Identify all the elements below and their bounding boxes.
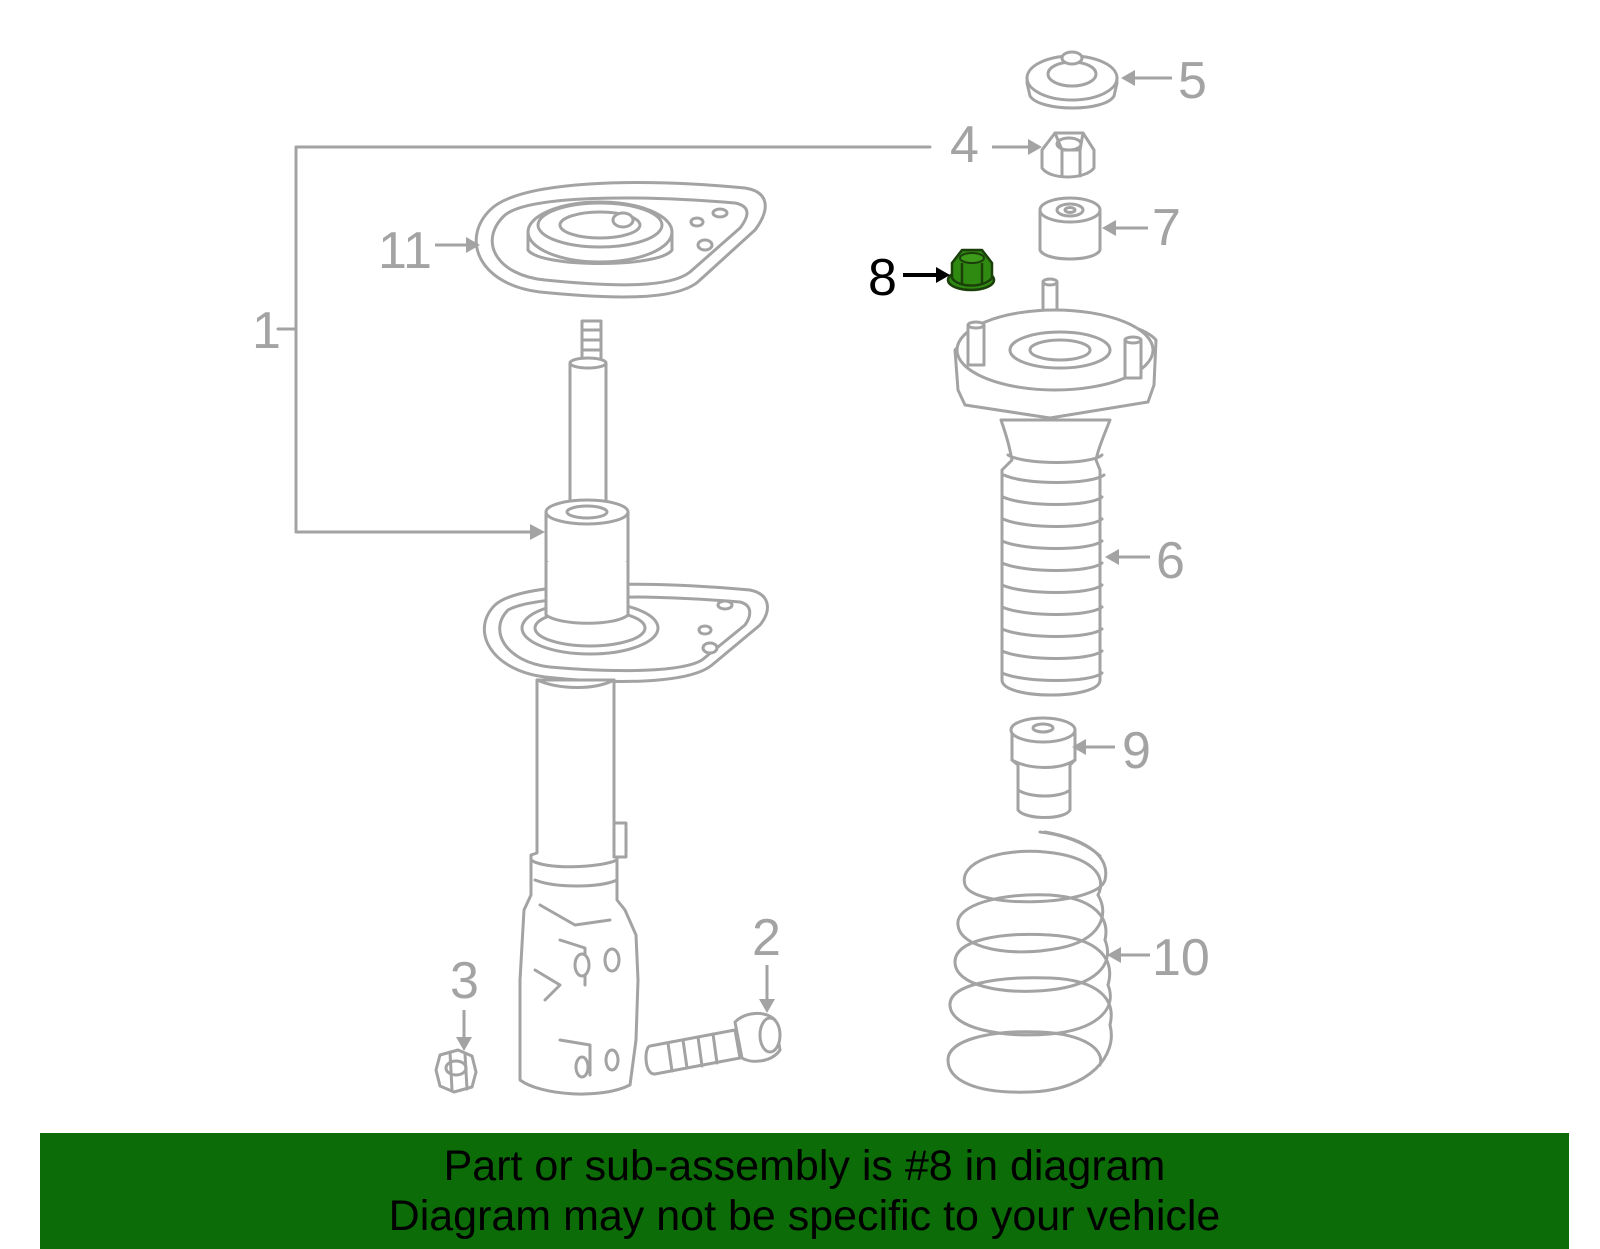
part-11-upper-mount-plate[interactable] — [474, 181, 767, 299]
part-10-coil-spring[interactable] — [946, 830, 1113, 1094]
banner-line-part-number: Part or sub-assembly is #8 in diagram — [443, 1142, 1166, 1190]
banner-line-disclaimer: Diagram may not be specific to your vehi… — [388, 1192, 1221, 1240]
part-9-bump-stop[interactable] — [1009, 716, 1077, 819]
part-1-strut-assembly[interactable] — [483, 319, 769, 1096]
callout-4: 4 — [950, 116, 979, 174]
part-8-flange-nut-highlighted[interactable] — [946, 248, 996, 292]
part-2-bolt[interactable] — [644, 1012, 782, 1076]
part-3-nut[interactable] — [434, 1048, 478, 1094]
callout-8-highlighted: 8 — [868, 249, 897, 307]
part-4-top-nut[interactable] — [1040, 131, 1096, 179]
part-5-mount-cap[interactable] — [1025, 50, 1119, 110]
callout-1: 1 — [252, 302, 281, 360]
assembly-bracket — [276, 145, 932, 540]
callout-5: 5 — [1178, 52, 1207, 110]
callout-2: 2 — [752, 909, 781, 967]
callout-labels: 1 2 3 4 5 6 7 8 9 10 11 — [252, 52, 1210, 1010]
part-6-dust-boot[interactable] — [999, 418, 1112, 697]
info-banner: Part or sub-assembly is #8 in diagram Di… — [40, 1133, 1569, 1249]
callout-9: 9 — [1122, 722, 1151, 780]
callout-7: 7 — [1152, 199, 1181, 257]
callout-3: 3 — [450, 952, 479, 1010]
strut-mount — [953, 277, 1158, 420]
callout-11: 11 — [378, 222, 432, 280]
callout-6: 6 — [1156, 532, 1185, 590]
part-7-bushing[interactable] — [1038, 196, 1102, 261]
callout-arrows — [435, 70, 1172, 1051]
callout-10: 10 — [1152, 929, 1210, 987]
